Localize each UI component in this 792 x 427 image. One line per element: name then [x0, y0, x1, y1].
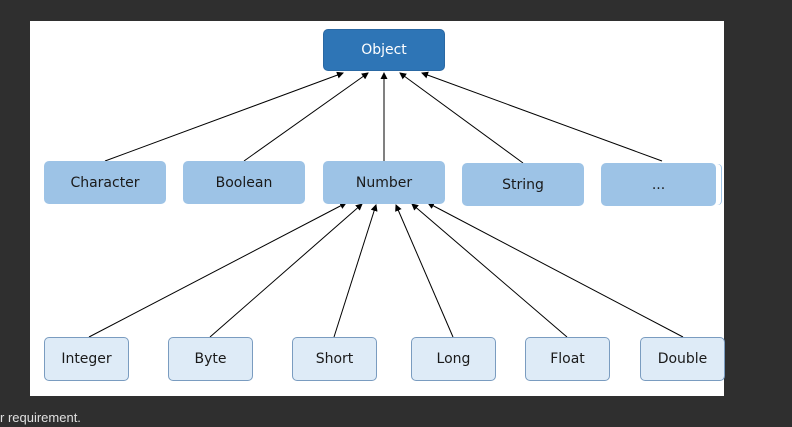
- node-long: Long: [411, 337, 496, 381]
- diagram-canvas: Object Character Boolean Number String .…: [30, 21, 725, 396]
- arrow-boolean-to-object: [243, 72, 369, 162]
- node-boolean: Boolean: [183, 161, 305, 204]
- arrow-string-to-object: [399, 72, 524, 164]
- arrow-double-to-number: [427, 202, 684, 338]
- arrow-float-to-number: [411, 203, 568, 338]
- node-integer: Integer: [44, 337, 129, 381]
- node-float: Float: [525, 337, 610, 381]
- arrow-short-to-number: [333, 204, 378, 338]
- arrow-character-to-object: [104, 71, 344, 162]
- arrow-ellipsis-to-object: [421, 71, 663, 162]
- node-byte: Byte: [168, 337, 253, 381]
- arrow-byte-to-number: [209, 203, 363, 338]
- node-number: Number: [323, 161, 445, 204]
- node-object: Object: [323, 29, 445, 71]
- node-short: Short: [292, 337, 377, 381]
- arrow-long-to-number: [395, 204, 454, 338]
- node-string: String: [462, 163, 584, 206]
- arrow-integer-to-number: [88, 202, 347, 338]
- node-ellipsis: ...: [601, 163, 716, 206]
- node-character: Character: [44, 161, 166, 204]
- connector-layer: [88, 71, 684, 338]
- footer-text: r requirement.: [0, 410, 81, 425]
- node-double: Double: [640, 337, 725, 381]
